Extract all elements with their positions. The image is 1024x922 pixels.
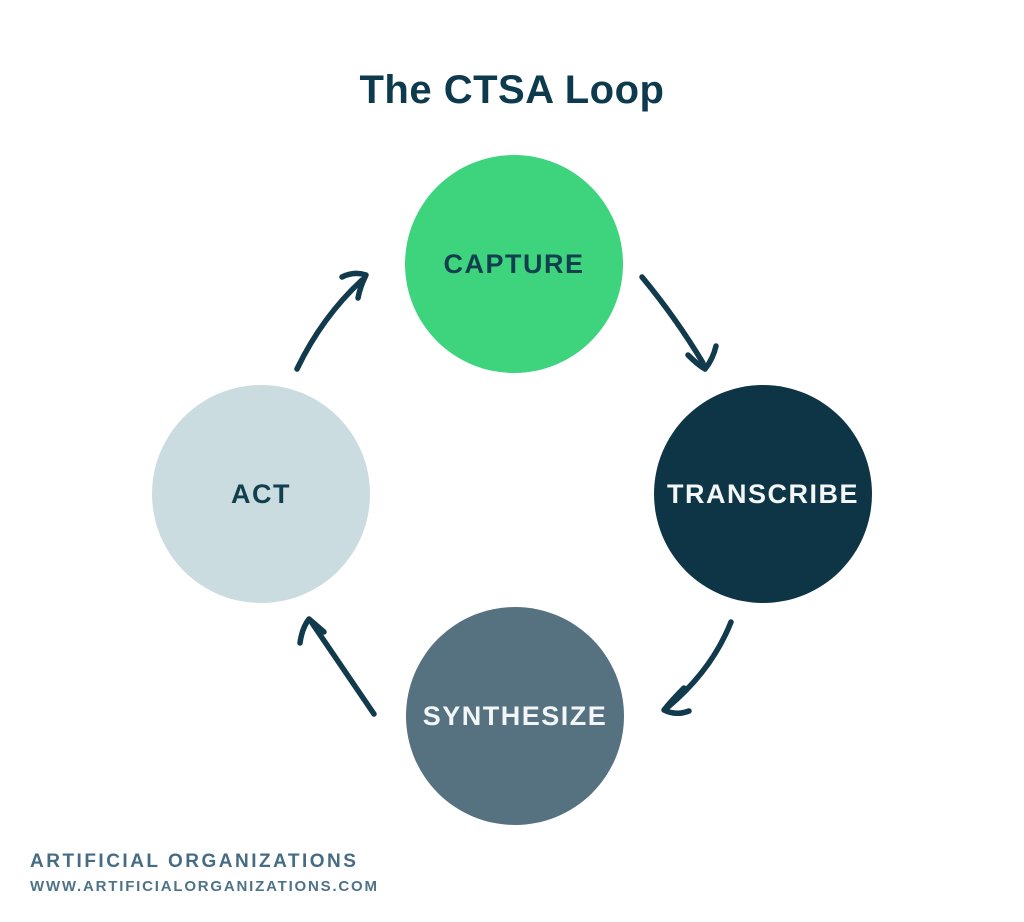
- step-circle-capture: CAPTURE: [405, 155, 623, 373]
- step-label-synthesize: SYNTHESIZE: [422, 700, 608, 731]
- footer-url-text: WWW.ARTIFICIALORGANIZATIONS.COM: [30, 878, 379, 895]
- page-title: The CTSA Loop: [359, 68, 665, 112]
- step-label-act: ACT: [231, 478, 291, 509]
- step-label-capture: CAPTURE: [443, 248, 585, 279]
- footer-brand-text: ARTIFICIAL ORGANIZATIONS: [30, 851, 359, 872]
- arrow-act-to-capture: [294, 270, 369, 372]
- step-circle-synthesize: SYNTHESIZE: [406, 607, 624, 825]
- step-circle-act: ACT: [152, 385, 370, 603]
- step-circle-transcribe: TRANSCRIBE: [654, 385, 872, 603]
- arrow-transcribe-to-synthesize: [661, 619, 734, 716]
- footer: ARTIFICIAL ORGANIZATIONS WWW.ARTIFICIALO…: [30, 851, 379, 895]
- arrow-capture-to-transcribe: [639, 274, 719, 372]
- step-label-transcribe: TRANSCRIBE: [666, 478, 859, 509]
- arrow-synthesize-to-act: [297, 616, 377, 717]
